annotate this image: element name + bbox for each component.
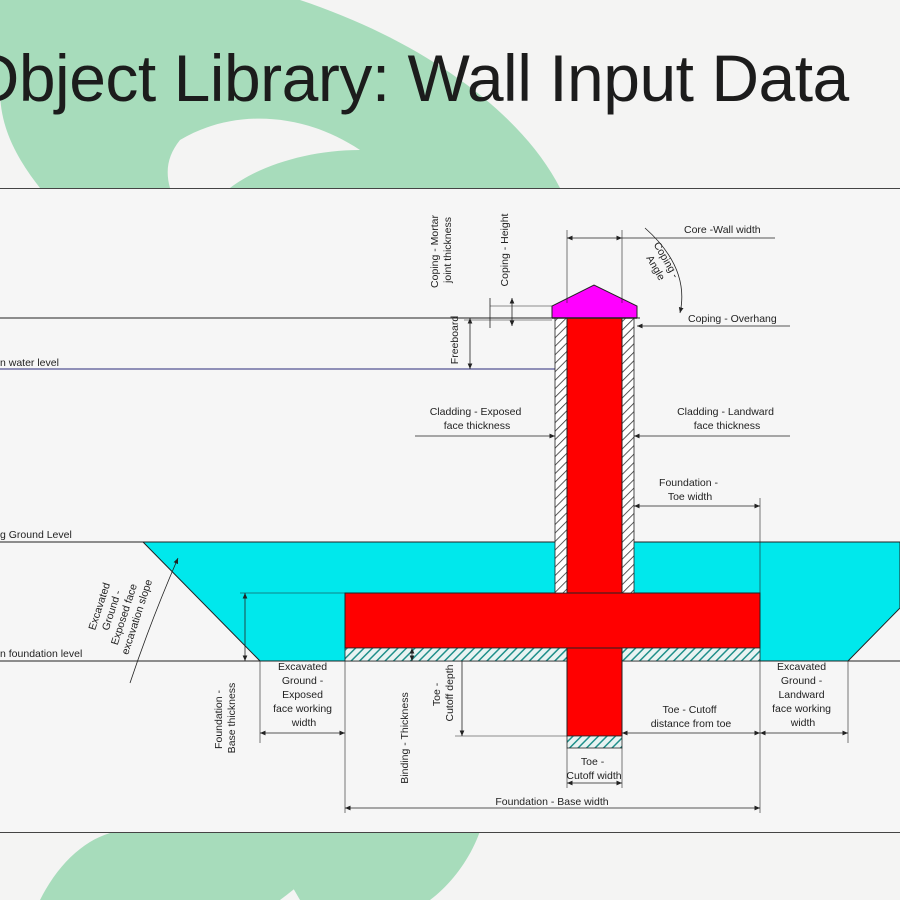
ground-level-label: g Ground Level [0,529,72,541]
toe-cutoff-base-hatch [566,735,623,749]
foundation-toe-width-label: Foundation - Toe width [659,477,721,503]
binding-layer [344,647,761,662]
diagram-panel [0,188,900,833]
coping-height-label: Coping - Height [499,213,511,286]
cladding-landward-face [621,317,635,594]
water-level-label: n water level [0,357,59,369]
excavation-slope-arc [129,557,179,684]
excavated-landward-width-label: Excavated Ground - Landward face working… [772,661,834,729]
freeboard-label: Freeboard [449,316,461,365]
cladding-exposed-face [554,317,568,594]
toe-cutoff [566,647,623,737]
coping-mortar-label: Coping - Mortar joint thickness [429,212,454,288]
coping-overhang-label: Coping - Overhang [688,313,777,325]
foundation-base-width-label: Foundation - Base width [495,796,608,808]
foundation-base [344,592,761,649]
binding-thickness-label: Binding - Thickness [399,692,411,783]
background-leaf-cut-top [167,118,360,188]
cladding-exposed-label: Cladding - Exposed face thickness [430,406,525,432]
background-leaf-top [0,0,560,188]
toe-cutoff-depth-label: Toe - Cutoff depth [431,664,456,721]
toe-cutoff-width-label: Toe - Cutoff width [566,756,621,782]
foundation-base-thickness-label: Foundation - Base thickness [213,683,238,754]
coping-angle-arc [644,227,684,314]
coping-angle-label: Coping - Angle [639,240,682,289]
cladding-landward-label: Cladding - Landward face thickness [677,406,777,432]
core-wall [566,317,623,594]
core-wall-width-label: Core -Wall width [684,224,761,236]
foundation-level-label: n foundation level [0,648,82,660]
slide-title: Object Library: Wall Input Data [0,41,849,115]
wall-diagram: n water level g Ground Level n foundatio… [0,212,900,813]
toe-cutoff-distance-label: Toe - Cutoff distance from toe [651,704,732,730]
background-leaf-bottom-mid [260,831,480,900]
coping [551,284,638,319]
excavated-exposed-width-label: Excavated Ground - Exposed face working … [273,661,335,729]
